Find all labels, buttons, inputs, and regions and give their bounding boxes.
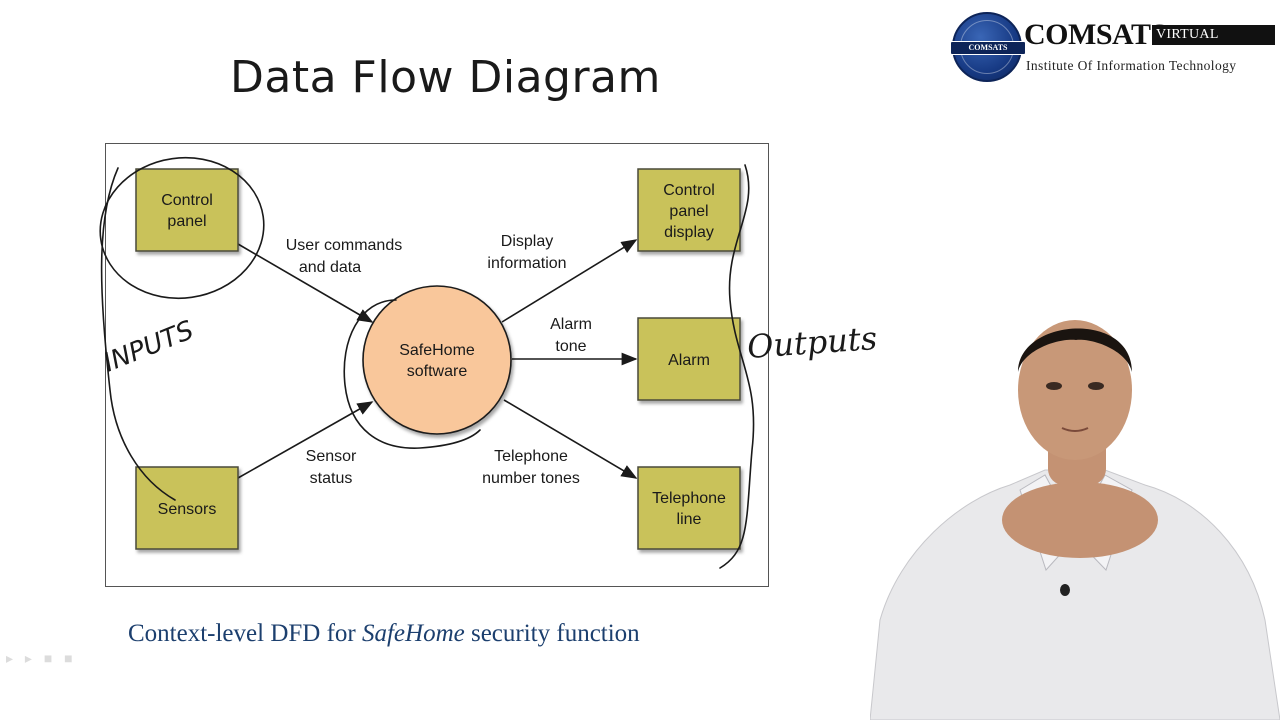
- entity-label: Sensors: [158, 501, 217, 518]
- logo-name: COMSATS: [1024, 18, 1167, 51]
- flow-label-alarm-tone: Alarm tone: [550, 316, 592, 355]
- handwritten-outputs: Outputs: [746, 319, 878, 366]
- flow-label-telephone-tones: Telephone number tones: [482, 448, 580, 487]
- entity-label: Control: [663, 182, 715, 199]
- handwritten-inputs: INPUTS: [99, 315, 198, 378]
- outputs-bracket: [719, 164, 755, 569]
- globe-seal-icon: COMSATS: [950, 12, 1026, 82]
- entity-label: panel: [167, 213, 206, 230]
- comsats-logo: COMSATS COMSATS VIRTUAL CAMPUS Institute…: [950, 8, 1275, 84]
- logo-subtitle: Institute Of Information Technology: [1026, 58, 1237, 73]
- presenter-video: [869, 290, 1280, 721]
- entity-label: Alarm: [668, 352, 710, 369]
- dfd-diagram: Control panel Sensors Control panel disp…: [105, 143, 769, 587]
- slide-title: Data Flow Diagram: [230, 52, 661, 103]
- process-label: SafeHome: [399, 342, 475, 359]
- flow-label: status: [310, 470, 353, 487]
- flow-label-user-commands: User commands and data: [286, 237, 402, 276]
- flow-label: User commands: [286, 237, 402, 254]
- flow-label-sensor-status: Sensor status: [306, 448, 357, 487]
- logo-badge: VIRTUAL CAMPUS: [1152, 25, 1275, 62]
- circle-around-process: [343, 299, 481, 449]
- process-label: software: [407, 363, 468, 380]
- flow-label-display-information: Display information: [487, 233, 566, 272]
- entity-sensors: Sensors: [135, 466, 239, 550]
- flow-label: number tones: [482, 470, 580, 487]
- flow-label: Telephone: [494, 448, 568, 465]
- caption-prefix: Context-level DFD for: [128, 620, 362, 647]
- process-safehome-software: SafeHome software: [362, 285, 512, 435]
- arrow-sensor-status: [237, 401, 374, 479]
- entity-telephone-line: Telephone line: [637, 466, 741, 550]
- flow-label: Display: [501, 233, 553, 250]
- faded-player-controls: ▸ ▸ ■ ■: [6, 650, 77, 666]
- entity-label: display: [664, 224, 714, 241]
- flow-arrows: [237, 239, 638, 479]
- seal-text: COMSATS: [950, 41, 1026, 55]
- circle-around-control-panel: [99, 156, 265, 300]
- entity-label: Telephone: [652, 490, 726, 507]
- caption-product: SafeHome: [361, 620, 465, 647]
- figure-caption: Context-level DFD for SafeHome security …: [128, 620, 640, 648]
- flow-label: Alarm: [550, 316, 592, 333]
- arrow-telephone-tones: [503, 399, 638, 479]
- entity-control-panel-display: Control panel display: [637, 168, 741, 252]
- flow-label: and data: [299, 259, 361, 276]
- caption-suffix: security function: [464, 620, 640, 647]
- inputs-bracket: [100, 167, 176, 501]
- flow-label: Sensor: [306, 448, 357, 465]
- entity-alarm: Alarm: [637, 317, 741, 401]
- entity-label: Control: [161, 192, 213, 209]
- entity-control-panel: Control panel: [135, 168, 239, 252]
- flow-label: information: [487, 255, 566, 272]
- entity-label: line: [677, 511, 702, 528]
- entity-label: panel: [669, 203, 708, 220]
- flow-label: tone: [555, 338, 586, 355]
- arrow-display-information: [501, 239, 638, 323]
- arrow-user-commands: [237, 243, 374, 323]
